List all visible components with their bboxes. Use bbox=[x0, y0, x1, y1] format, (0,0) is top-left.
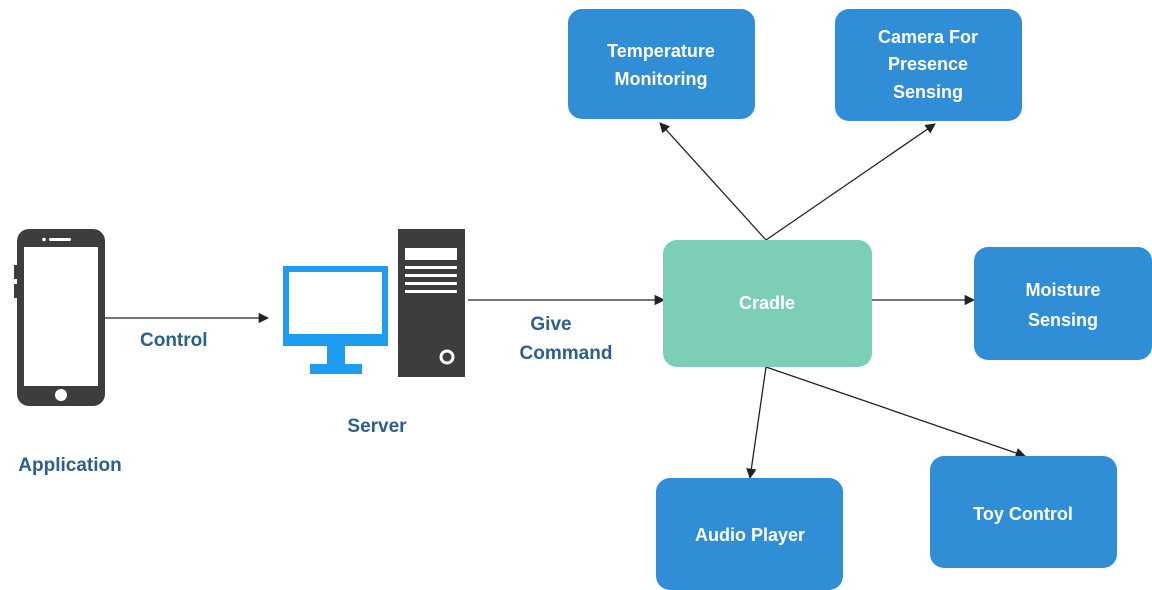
edge-cradle-to-camera bbox=[765, 123, 936, 241]
temperature-label-line-1: Temperature bbox=[607, 41, 715, 61]
moisture-label-line-1: Moisture bbox=[1025, 280, 1100, 300]
moisture-sensing-node: Moisture Sensing bbox=[974, 247, 1152, 360]
camera-label-line-2: Presence bbox=[888, 54, 968, 74]
temperature-label-line-2: Monitoring bbox=[615, 69, 708, 89]
give-command-label-line-2: Command bbox=[520, 343, 613, 364]
audio-player-label: Audio Player bbox=[695, 525, 805, 545]
cradle-node: Cradle bbox=[663, 240, 872, 367]
toy-control-label: Toy Control bbox=[973, 504, 1073, 524]
audio-player-node: Audio Player bbox=[656, 478, 843, 590]
edge-cradle-to-temperature bbox=[659, 122, 767, 241]
toy-control-node: Toy Control bbox=[930, 456, 1117, 568]
camera-label-line-1: Camera For bbox=[878, 27, 978, 47]
server-tower-icon bbox=[398, 229, 465, 377]
smartphone-icon bbox=[14, 229, 105, 406]
application-caption: Application bbox=[18, 455, 121, 476]
control-label: Control bbox=[140, 330, 208, 351]
moisture-label-line-2: Sensing bbox=[1028, 310, 1098, 330]
camera-label-line-3: Sensing bbox=[893, 82, 963, 102]
desktop-monitor-icon bbox=[283, 266, 388, 374]
give-command-label-line-1: Give bbox=[530, 314, 571, 335]
camera-presence-node: Camera For Presence Sensing bbox=[835, 9, 1022, 121]
temperature-monitoring-node: Temperature Monitoring bbox=[568, 9, 755, 119]
edge-cradle-to-audio bbox=[746, 366, 767, 480]
edge-cradle-to-toy bbox=[765, 366, 1026, 458]
cradle-label: Cradle bbox=[739, 293, 795, 313]
server-caption: Server bbox=[347, 416, 407, 437]
